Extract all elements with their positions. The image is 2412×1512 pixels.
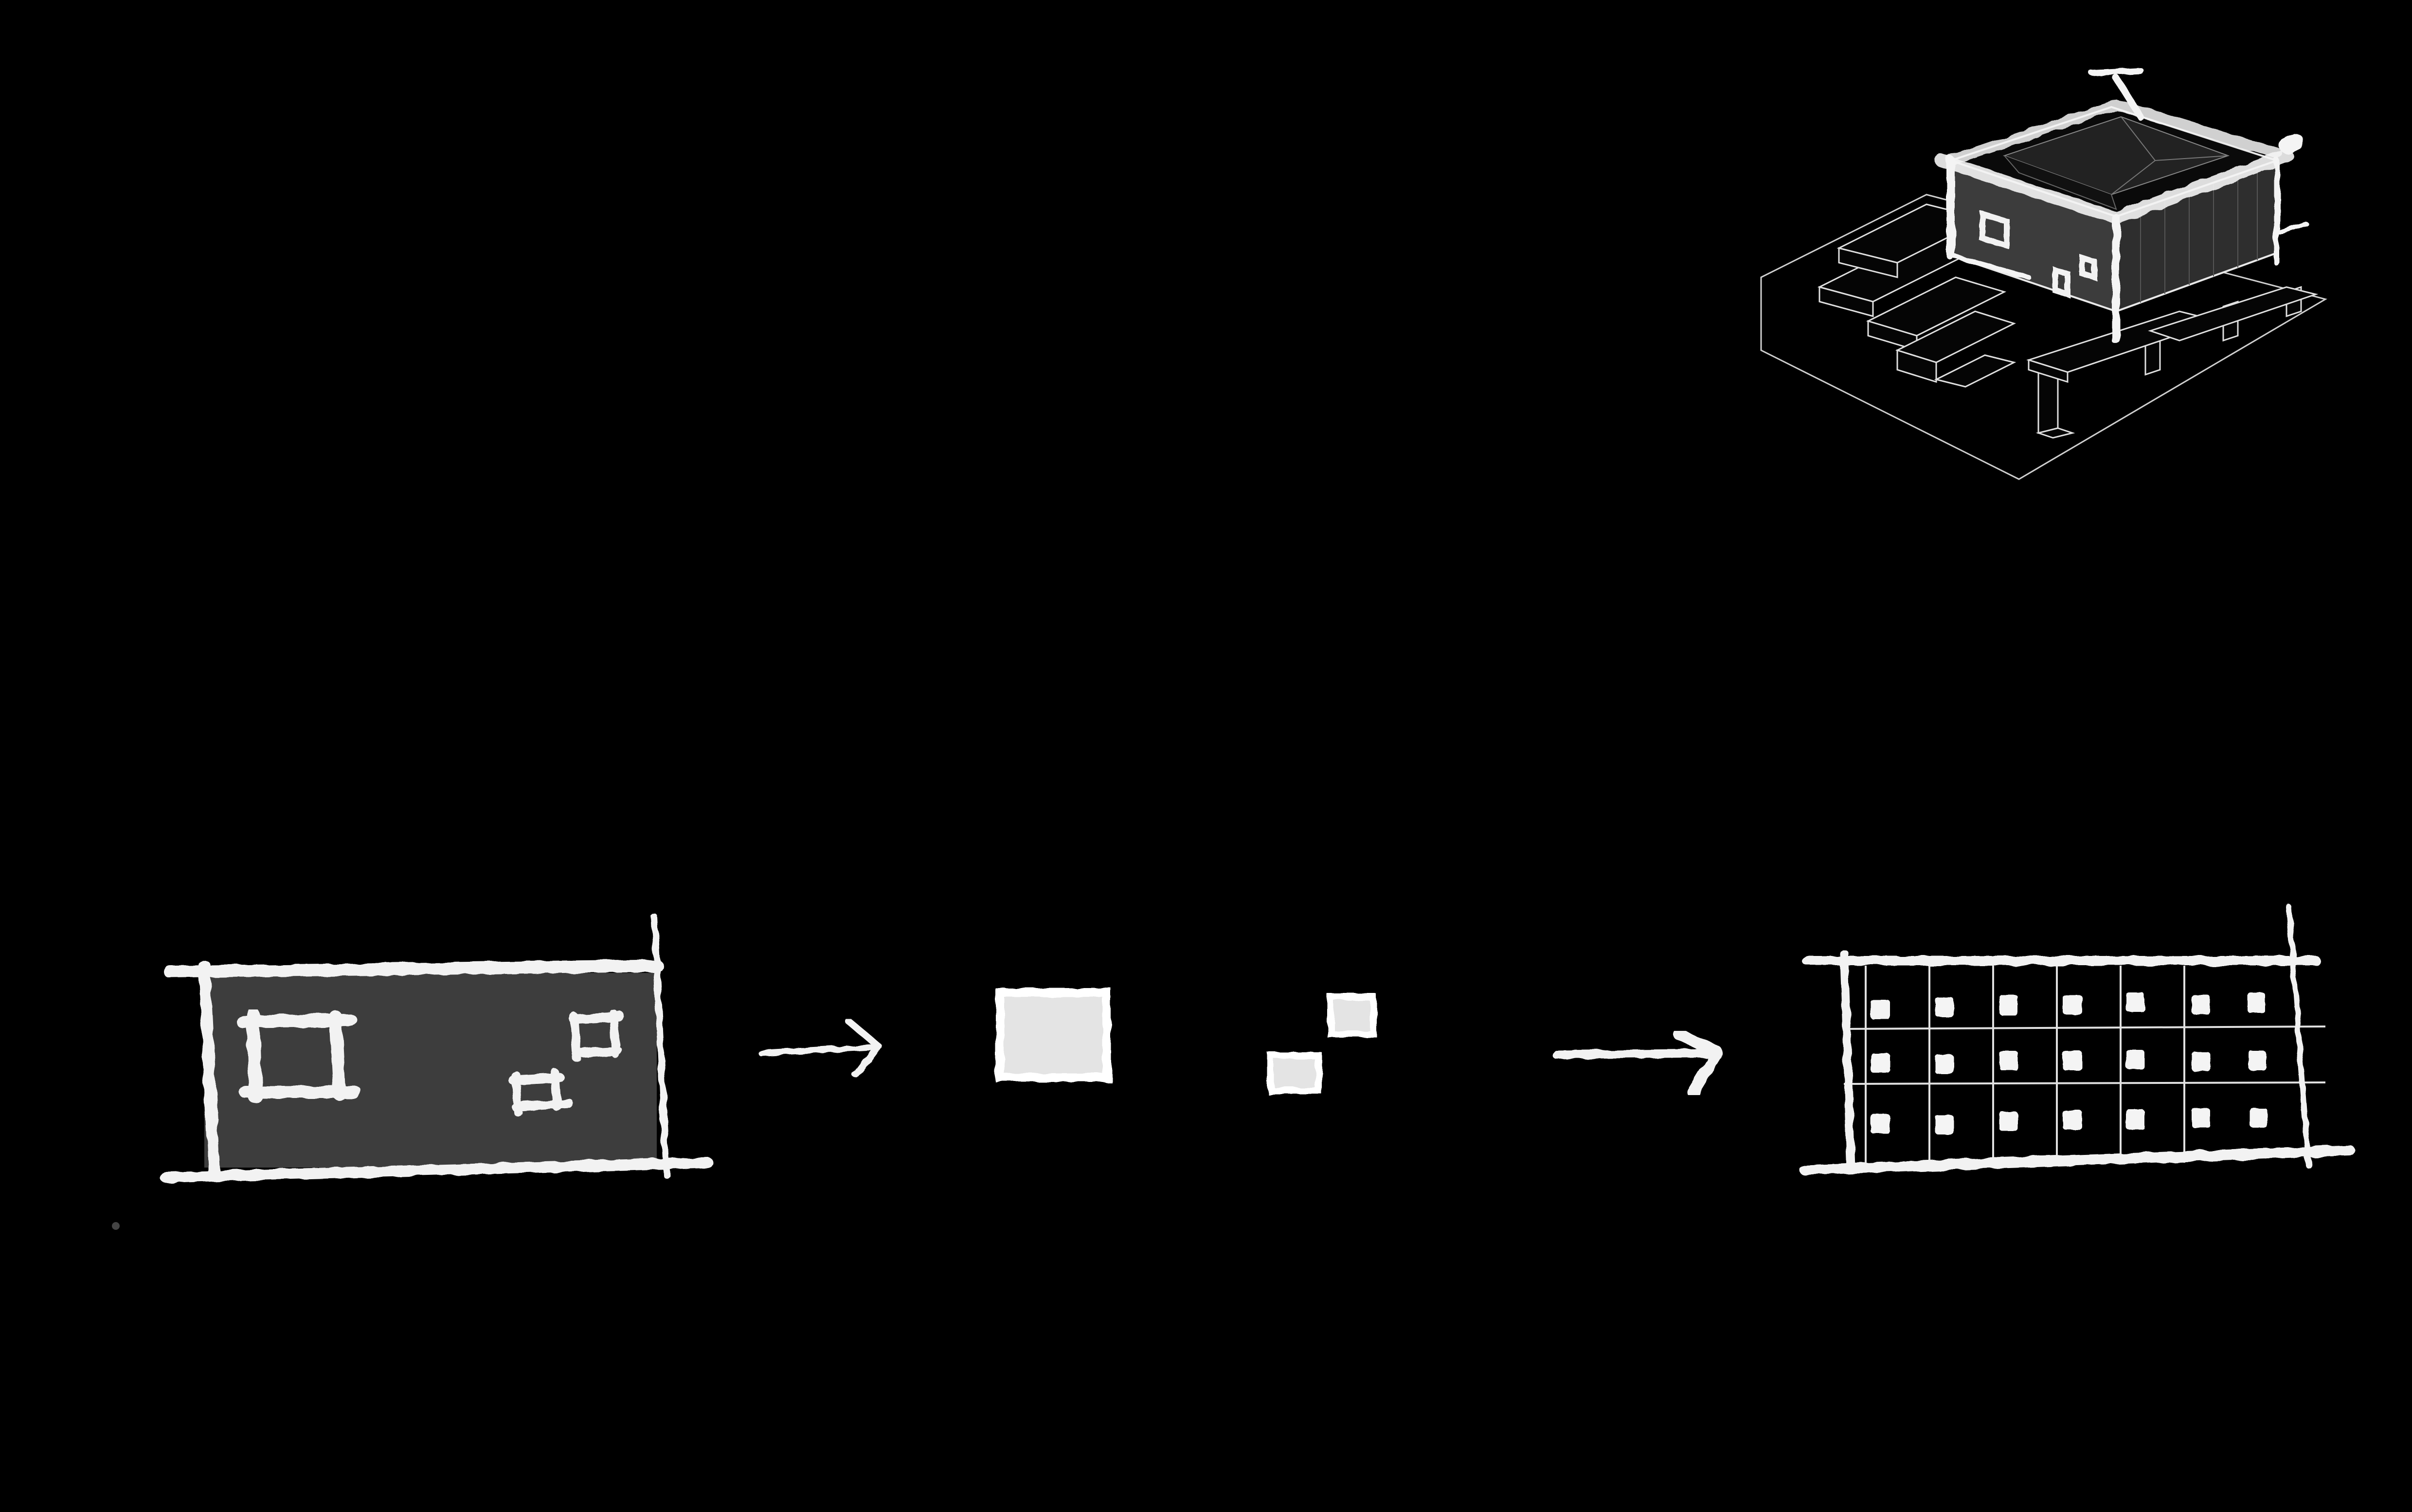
large-opening-block: [995, 988, 1111, 1082]
side-wall-hatch: [2140, 167, 2258, 303]
grid-facade: [1800, 904, 2355, 1175]
arrow-wall-to-openings: [758, 1018, 882, 1079]
grid-opening: [1999, 1112, 2018, 1131]
grid-opening: [2192, 1108, 2210, 1128]
grid-opening: [1935, 997, 1954, 1017]
wall-frame-strokes: [160, 914, 713, 1183]
small-opening-block-upper: [1327, 994, 1377, 1037]
main-volume: [1935, 68, 2308, 344]
grid-opening: [1871, 1114, 1890, 1134]
grid-openings: [1871, 992, 2268, 1134]
wall-openings: [236, 1008, 625, 1116]
small-opening-block-lower: [1267, 1052, 1322, 1094]
grid-opening: [2063, 1051, 2082, 1070]
axonometric-house-sketch: [1760, 68, 2327, 480]
grid-opening: [2063, 1110, 2082, 1130]
grid-opening: [1935, 1115, 1954, 1134]
arrow-openings-to-grid: [1552, 1028, 1723, 1098]
grid-lines: [1843, 966, 2326, 1163]
grid-opening: [2126, 1050, 2144, 1069]
stray-mark: [112, 1222, 120, 1230]
grid-opening: [2063, 995, 2082, 1014]
grid-opening: [2249, 1051, 2266, 1070]
grid-opening: [2192, 1052, 2210, 1071]
grid-opening: [1871, 1053, 1890, 1073]
grid-opening: [1999, 995, 2018, 1015]
side-deck: [2026, 286, 2319, 383]
grid-opening: [1999, 1051, 2018, 1070]
grid-frame-strokes: [1800, 904, 2355, 1175]
grid-opening: [2126, 992, 2144, 1012]
axonometric-openings: [1980, 210, 2097, 299]
wall-panel: [204, 973, 657, 1168]
grid-opening: [2248, 992, 2265, 1013]
extracted-openings: [995, 988, 1377, 1094]
ground-plate: [1760, 194, 2327, 480]
grid-opening: [1935, 1055, 1954, 1074]
grid-opening: [2126, 1109, 2144, 1130]
grid-opening: [2250, 1108, 2268, 1128]
grid-opening: [2192, 995, 2210, 1014]
grid-opening: [1871, 1000, 1890, 1019]
chalk-edges: [1935, 68, 2308, 344]
solid-wall-with-openings: [112, 914, 713, 1230]
